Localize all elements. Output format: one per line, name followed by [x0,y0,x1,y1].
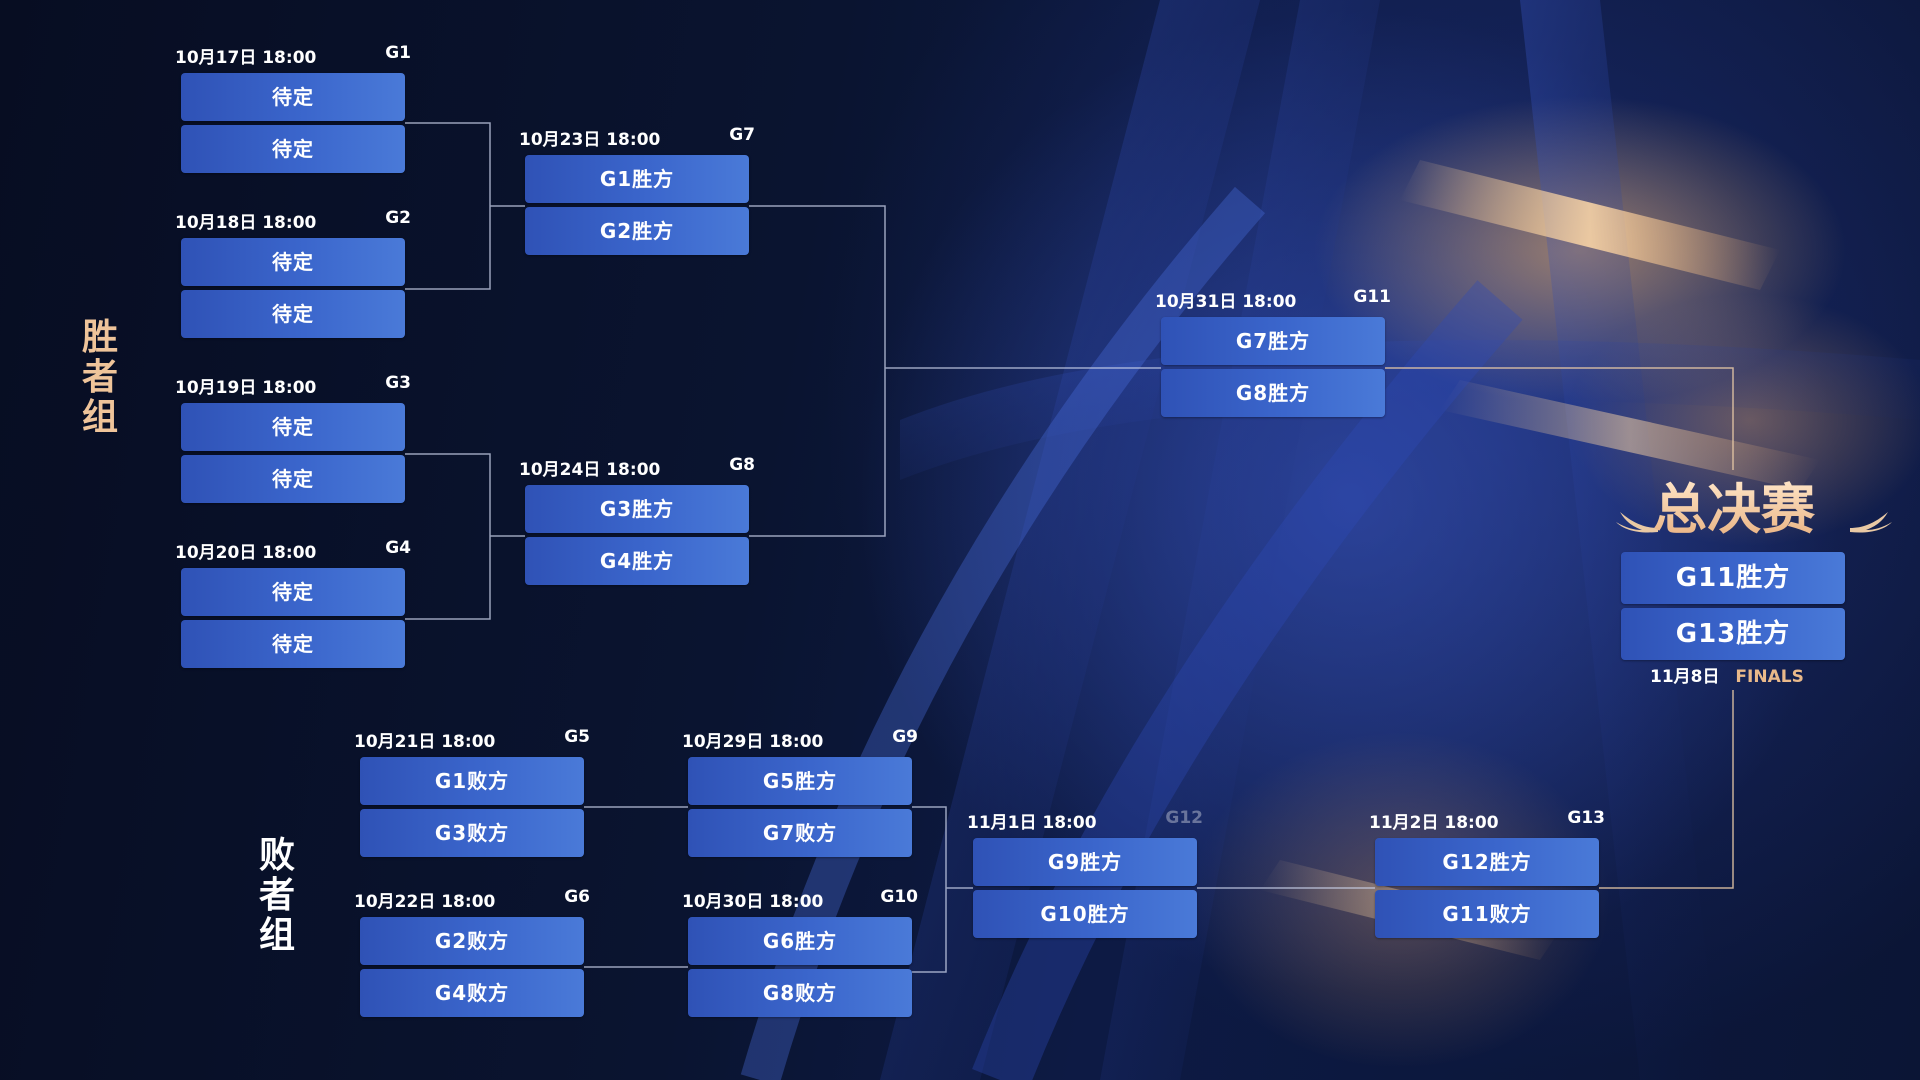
finals-label: FINALS [1735,667,1804,687]
match-id: G11 [1353,287,1391,307]
connector-g9-g10 [912,806,973,973]
match-finals: G11胜方 G13胜方 [1621,552,1845,664]
connector-g13-finals [1599,690,1734,889]
match-datetime: 10月22日 18:00 [354,892,496,912]
match-g7: 10月23日 18:00 G7 G1胜方 G2胜方 [519,125,755,259]
match-datetime: 10月23日 18:00 [519,130,661,150]
team-slot[interactable]: G4败方 [360,969,584,1017]
match-g4: 10月20日 18:00 G4 待定 待定 [175,538,411,672]
team-slot[interactable]: G2胜方 [525,207,749,255]
match-id: G12 [1165,808,1203,828]
match-g13: 11月2日 18:00 G13 G12胜方 G11败方 [1369,808,1605,942]
team-slot[interactable]: G5胜方 [688,757,912,805]
team-slot[interactable]: 待定 [181,455,405,503]
match-id: G1 [385,43,411,63]
team-slot[interactable]: G10胜方 [973,890,1197,938]
match-id: G7 [729,125,755,145]
match-id: G2 [385,208,411,228]
match-datetime: 10月30日 18:00 [682,892,824,912]
match-datetime: 10月24日 18:00 [519,460,661,480]
finals-date: 11月8日 [1650,667,1720,687]
match-datetime: 10月18日 18:00 [175,213,317,233]
match-g1: 10月17日 18:00 G1 待定 待定 [175,43,411,177]
match-g12: 11月1日 18:00 G12 G9胜方 G10胜方 [967,808,1203,942]
match-datetime: 10月31日 18:00 [1155,292,1297,312]
team-slot[interactable]: G7败方 [688,809,912,857]
match-datetime: 11月1日 18:00 [967,813,1097,833]
team-slot[interactable]: G3胜方 [525,485,749,533]
right-wing-ornament-icon [1850,512,1892,533]
match-g5: 10月21日 18:00 G5 G1败方 G3败方 [354,727,590,861]
match-id: G8 [729,455,755,475]
team-slot[interactable]: G11败方 [1375,890,1599,938]
team-slot[interactable]: 待定 [181,403,405,451]
connector-g1-g2 [405,122,525,290]
match-id: G9 [892,727,918,747]
connector-g7-g8 [749,205,1161,537]
team-slot[interactable]: 待定 [181,125,405,173]
team-slot[interactable]: G1败方 [360,757,584,805]
match-id: G4 [385,538,411,558]
team-slot[interactable]: G12胜方 [1375,838,1599,886]
match-id: G10 [880,887,918,907]
match-g9: 10月29日 18:00 G9 G5胜方 G7败方 [682,727,918,861]
team-slot[interactable]: 待定 [181,238,405,286]
match-g8: 10月24日 18:00 G8 G3胜方 G4胜方 [519,455,755,589]
team-slot[interactable]: G11胜方 [1621,552,1845,604]
winners-bracket-label: 胜 者 组 [81,317,118,438]
match-id: G13 [1567,808,1605,828]
team-slot[interactable]: G3败方 [360,809,584,857]
finals-title: 总决赛 [1604,478,1864,542]
team-slot[interactable]: 待定 [181,290,405,338]
match-datetime: 10月20日 18:00 [175,543,317,563]
team-slot[interactable]: G2败方 [360,917,584,965]
connector-g3-g4 [405,453,525,620]
losers-bracket-label: 败 者 组 [258,835,295,956]
team-slot[interactable]: 待定 [181,73,405,121]
match-id: G3 [385,373,411,393]
connector-g11-finals [1385,367,1734,470]
team-slot[interactable]: G7胜方 [1161,317,1385,365]
team-slot[interactable]: G4胜方 [525,537,749,585]
team-slot[interactable]: G8胜方 [1161,369,1385,417]
match-datetime: 10月21日 18:00 [354,732,496,752]
match-g11: 10月31日 18:00 G11 G7胜方 G8胜方 [1155,287,1391,421]
team-slot[interactable]: G9胜方 [973,838,1197,886]
match-g3: 10月19日 18:00 G3 待定 待定 [175,373,411,507]
team-slot[interactable]: G1胜方 [525,155,749,203]
match-g6: 10月22日 18:00 G6 G2败方 G4败方 [354,887,590,1021]
left-wing-ornament-icon [1616,512,1658,533]
match-id: G6 [564,887,590,907]
team-slot[interactable]: G8败方 [688,969,912,1017]
match-id: G5 [564,727,590,747]
match-datetime: 10月29日 18:00 [682,732,824,752]
match-datetime: 10月17日 18:00 [175,48,317,68]
team-slot[interactable]: 待定 [181,620,405,668]
team-slot[interactable]: G6胜方 [688,917,912,965]
match-g2: 10月18日 18:00 G2 待定 待定 [175,208,411,342]
team-slot[interactable]: 待定 [181,568,405,616]
match-datetime: 10月19日 18:00 [175,378,317,398]
match-datetime: 11月2日 18:00 [1369,813,1499,833]
finals-footer: 11月8日 FINALS [1650,662,1850,687]
team-slot[interactable]: G13胜方 [1621,608,1845,660]
match-g10: 10月30日 18:00 G10 G6胜方 G8败方 [682,887,918,1021]
